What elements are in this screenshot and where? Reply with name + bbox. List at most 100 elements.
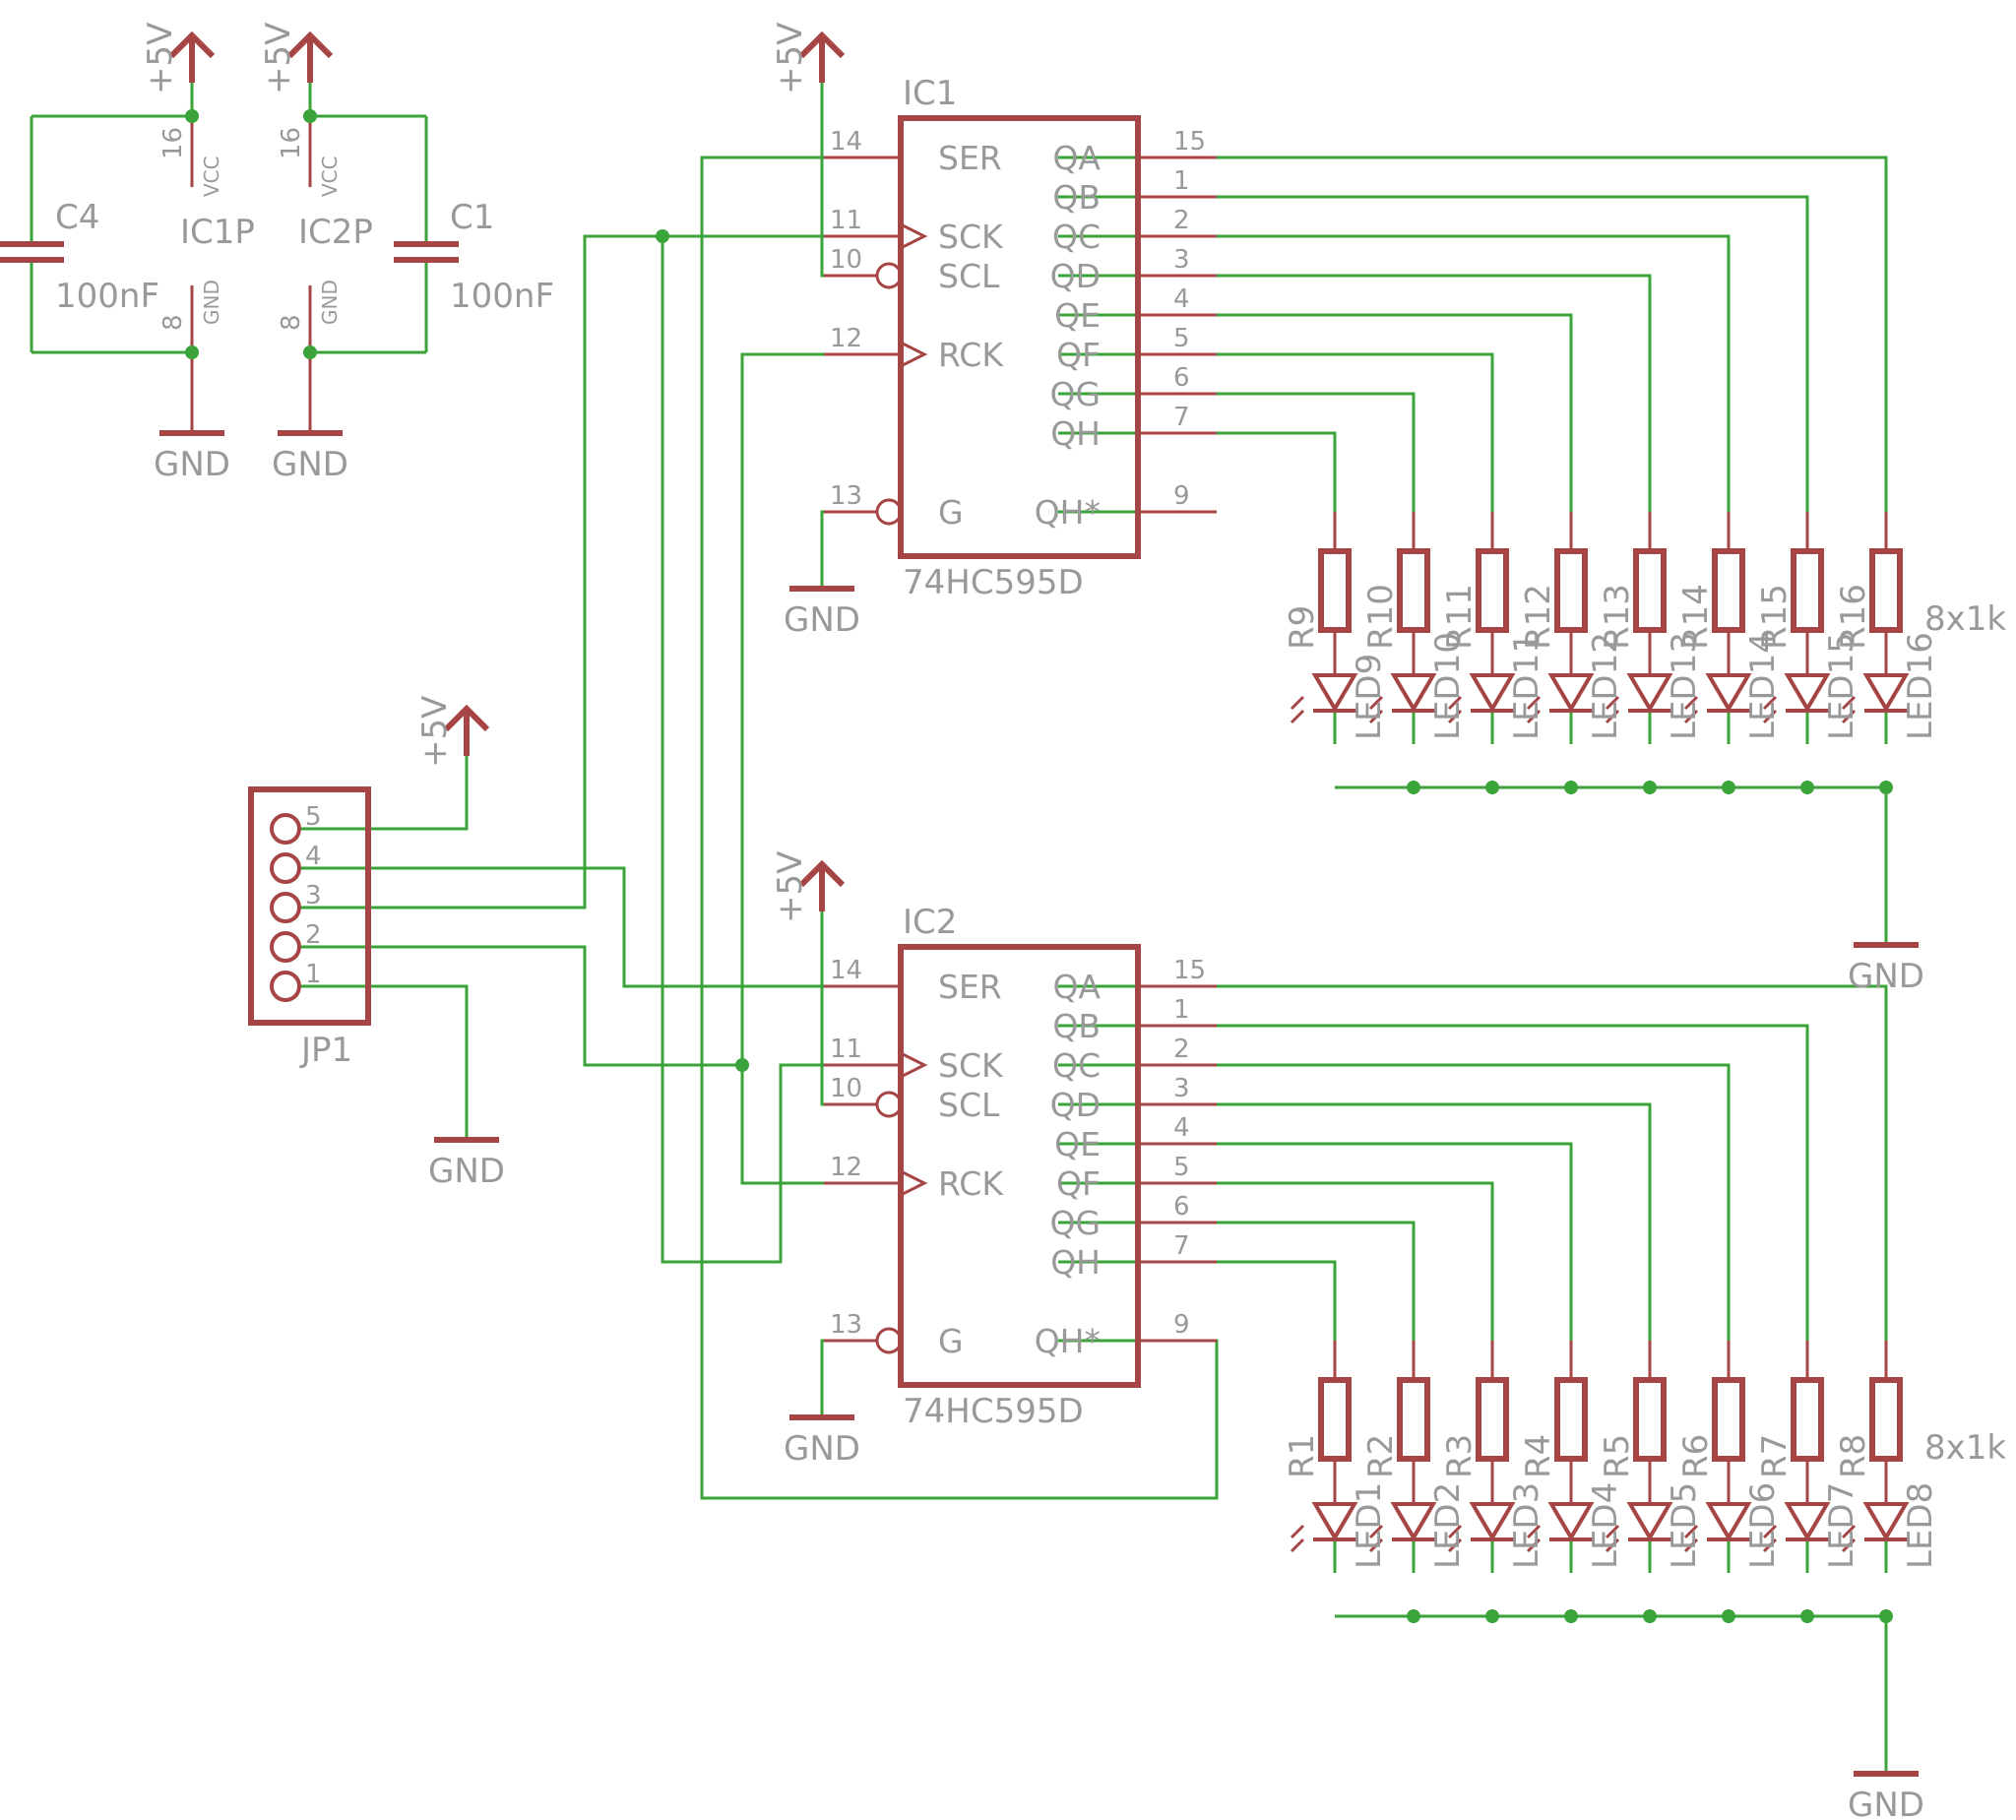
vcc-ic1-arrowhead	[798, 31, 846, 59]
top-led-led11	[1469, 673, 1516, 713]
ic1-pin-qf-num: 5	[1173, 324, 1190, 353]
ic2-pin-qd-num: 3	[1173, 1074, 1190, 1103]
bot-led-ray	[1683, 1538, 1699, 1553]
top-led-ray	[1447, 695, 1463, 711]
top-led-label-6: LED15	[1822, 632, 1861, 740]
ic2-pin-qb-num: 1	[1173, 995, 1190, 1025]
ic2-out-wire-2	[1058, 1063, 1731, 1380]
ic1p-vcc-name: VCC	[200, 156, 223, 197]
rck-to-ic1	[740, 352, 824, 1065]
ic2-pin-ser-num: 14	[830, 956, 862, 985]
ic1-pin-qd-num: 3	[1173, 245, 1190, 275]
bot-res-label-7: R8	[1834, 1434, 1873, 1478]
junction-bot-led-4	[1643, 1609, 1657, 1623]
ic1-pin-qe-num: 4	[1173, 284, 1190, 314]
bot-led-ray	[1447, 1524, 1463, 1539]
bot-led-label-4: LED5	[1665, 1482, 1704, 1569]
bot-res-label-5: R6	[1676, 1434, 1716, 1478]
junction-bot-led-6	[1800, 1609, 1814, 1623]
jp1-pin1-gnd	[299, 984, 469, 1140]
jp1-pin-1	[270, 971, 301, 1002]
bot-resistor-r7	[1791, 1377, 1824, 1462]
top-resistor-r10	[1397, 548, 1430, 633]
top-resistor-r13	[1633, 548, 1667, 633]
ic2-pin-qc-num: 2	[1173, 1035, 1190, 1064]
junction-bot-led-5	[1722, 1609, 1735, 1623]
ic1-pin-ser-name: SER	[938, 139, 1002, 177]
ic1-out-wire-5	[1058, 352, 1494, 551]
ic2-pin-sck-num: 11	[830, 1035, 862, 1064]
junction-bot-led-7	[1879, 1609, 1893, 1623]
bot-led-label-6: LED7	[1822, 1482, 1861, 1569]
top-led-ray	[1368, 709, 1384, 724]
ic1-pin-qb-name: QB	[1052, 178, 1101, 217]
vcc-ic2p-label: +5V	[259, 23, 298, 94]
gnd-top-leds-label: GND	[1848, 957, 1924, 996]
ic1-pin-g-inverter	[875, 498, 903, 526]
vcc-ic2-label: +5V	[771, 851, 810, 923]
symbols-layer	[0, 31, 1919, 1777]
top-led-label-2: LED11	[1507, 632, 1546, 740]
ic1-pin-qhstar-name: QH*	[1035, 493, 1101, 532]
bot-resistor-r6	[1712, 1377, 1745, 1462]
ic2-pin-rck-num: 12	[830, 1153, 862, 1182]
top-led-led16	[1862, 673, 1910, 713]
ic1-out-wire-2	[1058, 234, 1731, 551]
top-led-ray	[1762, 709, 1778, 724]
bot-led-ray	[1368, 1538, 1384, 1553]
ic1-pin-qg-num: 6	[1173, 363, 1190, 393]
top-led-ray	[1605, 709, 1620, 724]
top-resistor-r12	[1554, 548, 1588, 633]
junction-rck	[735, 1058, 749, 1072]
top-led-led14	[1705, 673, 1752, 713]
ic2-pin-qf-num: 5	[1173, 1153, 1190, 1182]
ic1-out-wire-6	[1058, 392, 1416, 551]
junction-sck	[656, 229, 669, 243]
bot-led-ray	[1290, 1524, 1305, 1539]
ic1-pin-rck-name: RCK	[938, 336, 1004, 374]
ic1-pin-rck-num: 12	[830, 324, 862, 353]
sck-to-ic2	[661, 236, 824, 1264]
top-res-label-0: R9	[1283, 605, 1322, 650]
ic2p-pin16: 16	[277, 127, 306, 159]
junction-bot-led-2	[1485, 1609, 1499, 1623]
cap-c1-ref: C1	[450, 198, 494, 237]
vcc-jp1-arrowhead	[443, 704, 490, 732]
gnd-ic2-label: GND	[784, 1429, 860, 1469]
top-resistor-r14	[1712, 548, 1745, 633]
ic1-pin-ser-num: 14	[830, 127, 862, 157]
junction-top-led-7	[1879, 781, 1893, 794]
jp1-pin-num-3: 3	[305, 881, 322, 910]
top-led-led12	[1547, 673, 1595, 713]
bot-resistor-r3	[1476, 1377, 1509, 1462]
ic1-out-wire-1	[1058, 195, 1809, 551]
ic2-out-wire-5	[1058, 1181, 1494, 1380]
ic1-out-wire-3	[1058, 274, 1652, 551]
ic2-pin-qh-name: QH	[1050, 1243, 1101, 1282]
ic2-pin-sck-name: SCK	[938, 1046, 1004, 1085]
bot-led-label-7: LED8	[1901, 1482, 1940, 1569]
ic2-pin-rck-clock	[900, 1169, 928, 1197]
top-led-ray	[1290, 695, 1305, 711]
ic2-pin-qhstar-name: QH*	[1035, 1322, 1101, 1360]
ic2-pin-qg-name: QG	[1049, 1204, 1101, 1242]
ic2-out-wire-0	[1058, 984, 1888, 1380]
top-res-label-4: R13	[1598, 584, 1637, 650]
jp1-pin-num-1: 1	[305, 960, 322, 989]
top-led-led13	[1626, 673, 1673, 713]
ic2-pin-qe-num: 4	[1173, 1113, 1190, 1143]
bot-led-ray	[1526, 1538, 1542, 1553]
bot-resistor-r5	[1633, 1377, 1667, 1462]
ic1-part: 74HC595D	[903, 563, 1084, 602]
ic2-pin-qa-num: 15	[1173, 956, 1206, 985]
ic2-pin-qa-name: QA	[1052, 968, 1101, 1006]
bot-res-label-4: R5	[1598, 1434, 1637, 1478]
jp1-pin-2	[270, 931, 301, 963]
top-led-label-0: LED9	[1350, 654, 1389, 740]
ic2-pin-qd-name: QD	[1050, 1086, 1101, 1124]
jp1-pin-num-4: 4	[305, 842, 322, 871]
top-led-led9	[1311, 673, 1358, 713]
vcc-ic1p-arrowhead	[168, 31, 216, 59]
ic1-pin-sck-clock	[900, 222, 928, 250]
